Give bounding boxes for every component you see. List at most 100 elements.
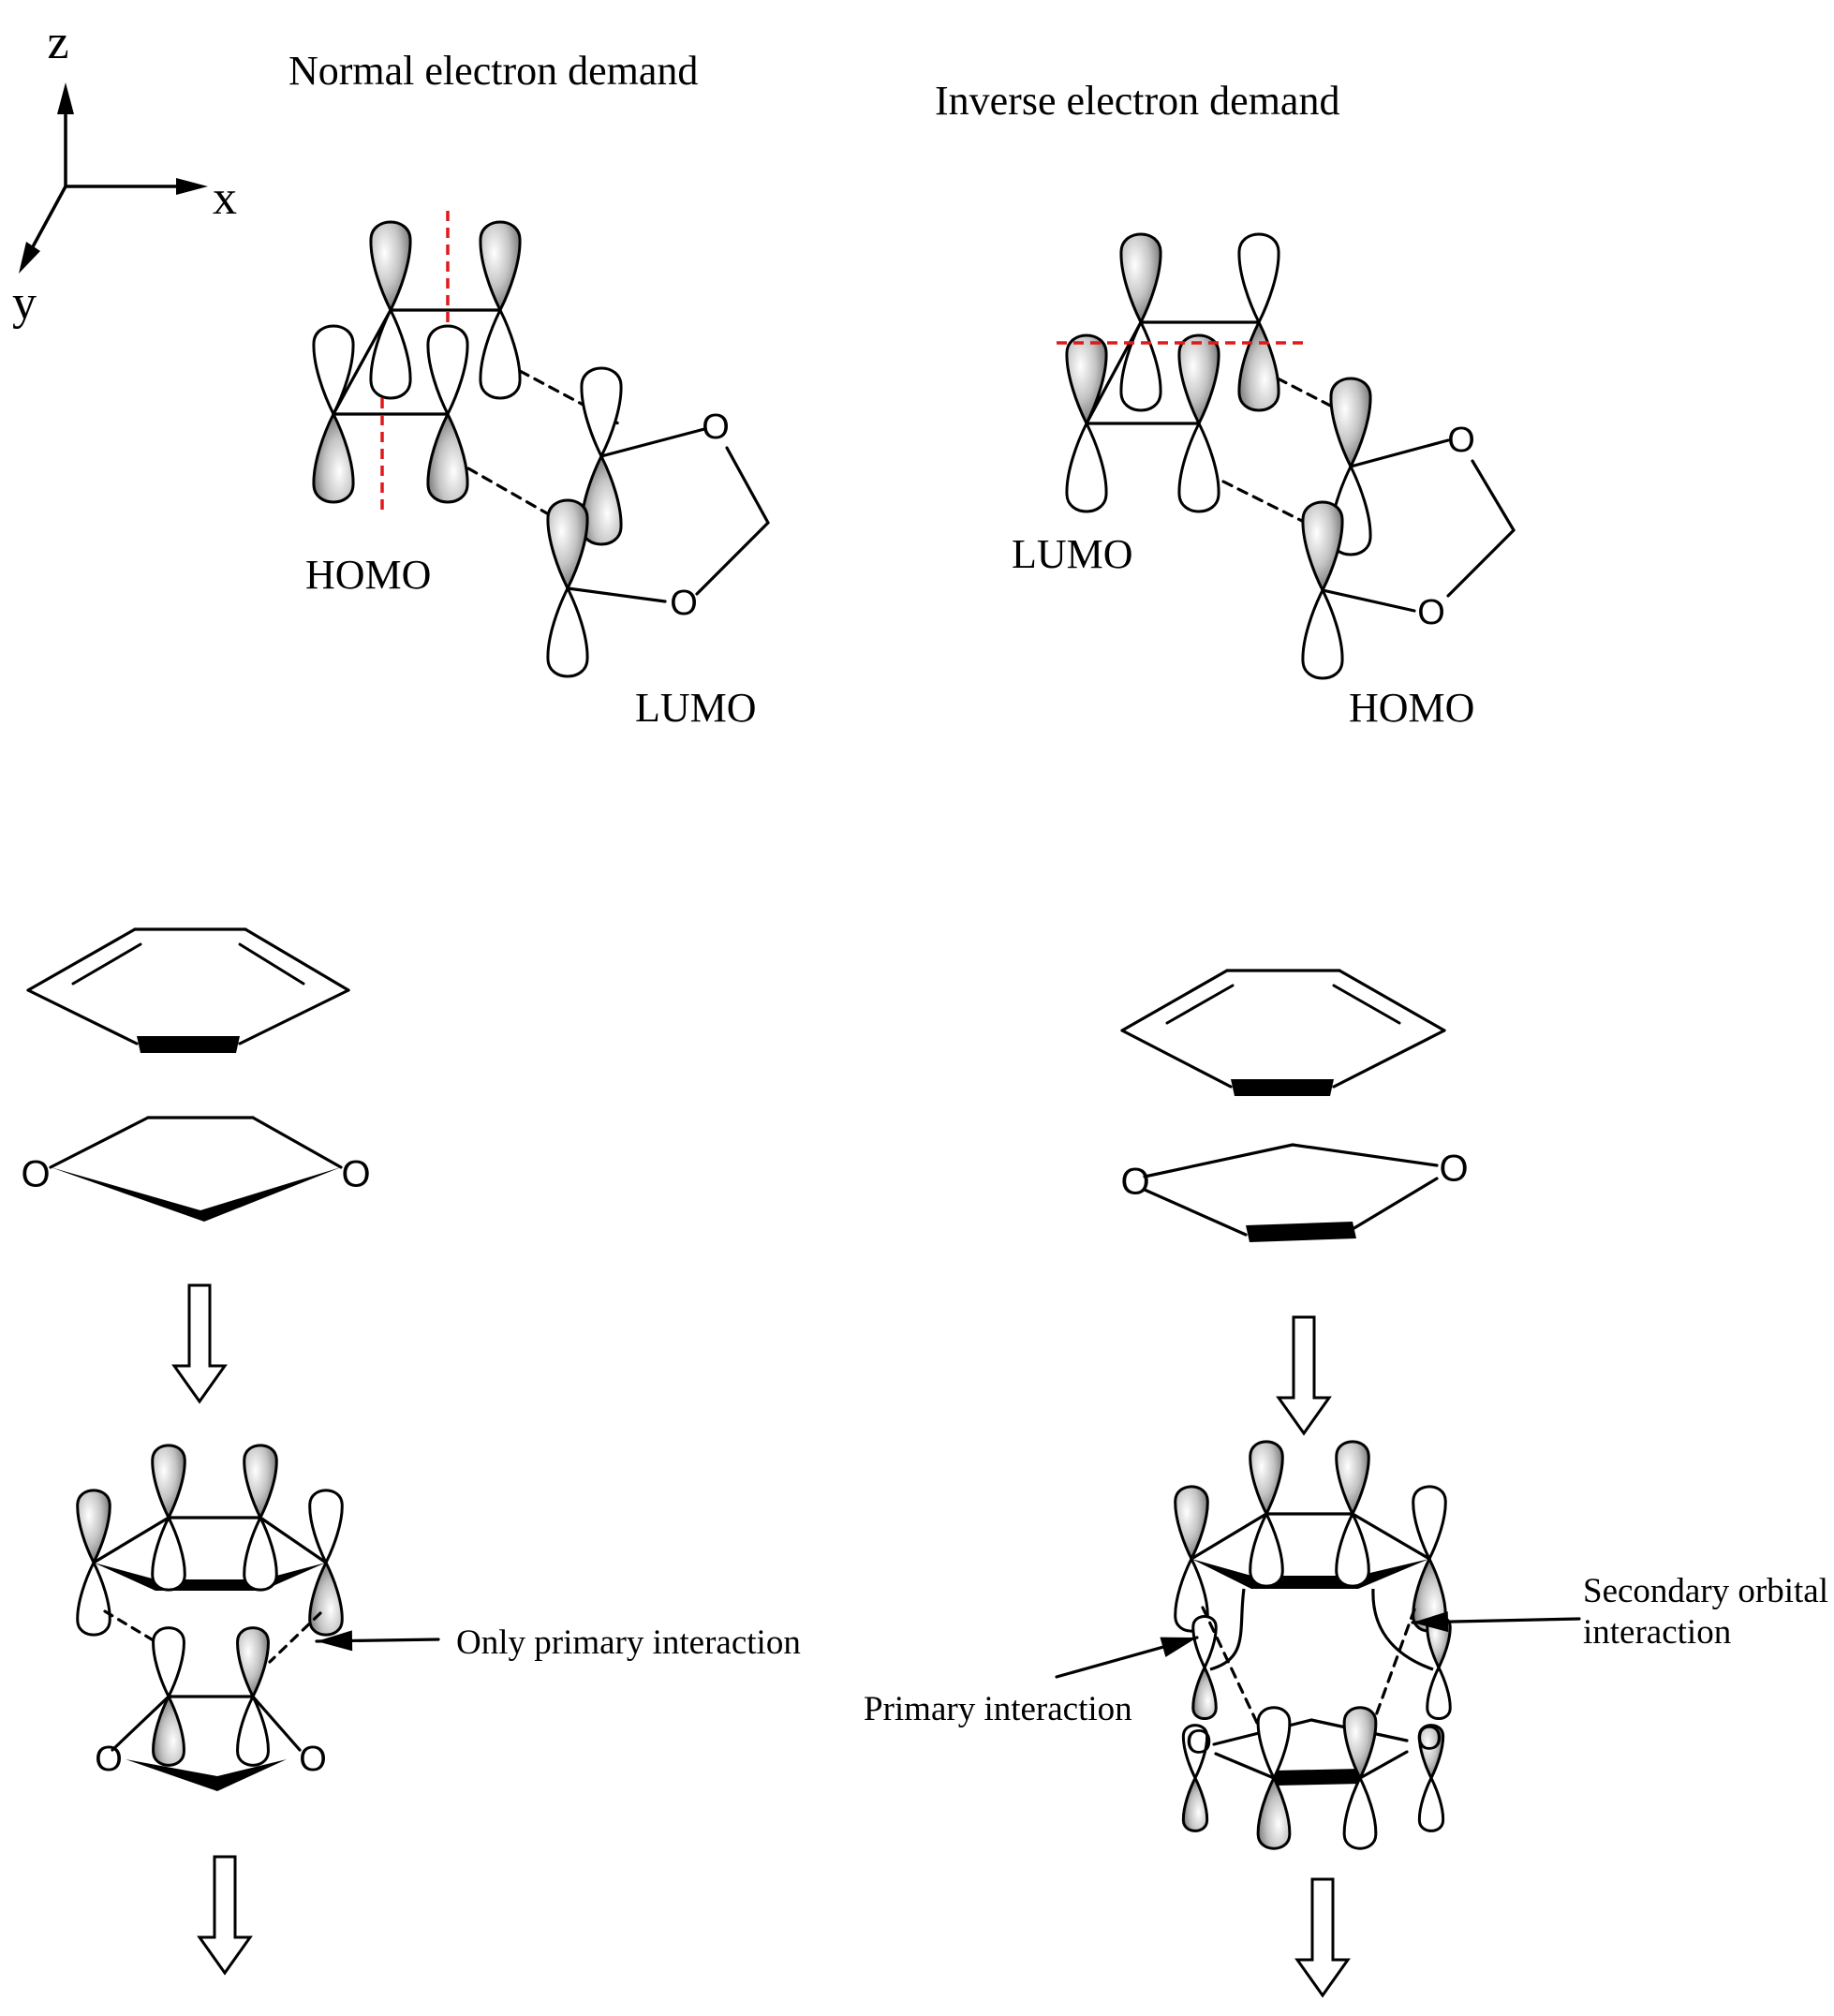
inverse-demand-orbital-overlap: OO [1065,232,1516,680]
ts-dienophile-c2-orbital-upper-lobe [1342,1706,1378,1780]
diene-left-bond [332,308,392,416]
boat-diene-right-double-bond [238,942,305,986]
dienophile-c-o-bond-bottom [1321,588,1416,613]
boat-diene-left-double-bond [1165,984,1235,1025]
boat-diene-left-upper-bond [26,927,137,992]
secondary-orbital-label-line1: Secondary orbital [1583,1572,1828,1610]
ts-dioxole-oxygen-left: O [95,1740,123,1779]
reaction-arrow-2 [1295,1877,1350,1997]
boat-diene-left-upper-bond [1120,969,1229,1032]
lumo-c2-orbital-upper-lobe [1119,232,1162,324]
ts-diene-wedge-bond [94,1563,326,1591]
homo-c2-orbital-upper-lobe [369,220,412,312]
ts-diene-c1-orbital-upper-lobe [1174,1485,1209,1561]
reaction-arrow-1 [172,1283,227,1403]
primary-interaction-label: Primary interaction [864,1690,1132,1728]
ts-left-substituent-orbital-upper-lobe [1191,1614,1218,1669]
homo-c3-orbital-lower-lobe [479,308,522,400]
dienophile-c-o-bond-top [1349,438,1450,468]
ts-diene-c2-orbital-lower-lobe [1249,1512,1284,1588]
dioxole-oxygen-left: O [1120,1162,1149,1203]
homo-nodal-planes [380,211,450,515]
ring-ch2-o-bond-bottom [1446,528,1516,598]
ts-dioxole-left-lower-bond [1214,1752,1276,1780]
ts-oxygen-left-orbital-lower-lobe [1181,1776,1209,1832]
ts-diene-c2-orbital-upper-lobe [151,1444,186,1519]
ts-diene-c4-orbital-upper-lobe [308,1489,344,1564]
dienophile-oxygen-top: O [1447,421,1475,460]
lower-overlap-dash [1221,480,1311,526]
ts-diene-c2-orbital-lower-lobe [151,1516,186,1592]
ring-o-ch2-bond-top [725,446,770,525]
normal-transition-state: O O O O [21,927,440,1975]
homo-c2-orbital-lower-lobe [369,308,412,400]
inverse-homo-label: HOMO [1349,685,1474,731]
boat-diene-wedge-bond [137,1036,240,1053]
ts-dioxole-wedge-bond [1274,1769,1362,1786]
y-axis-arrowhead [19,242,40,274]
lumo-c1-orbital-upper-lobe [1065,334,1108,425]
homo-c1-orbital-lower-lobe [312,412,355,504]
coordinate-axes [22,94,197,263]
boat-diene-left-lower-bond [26,988,139,1045]
ts-dioxole-oxygen-right: O [299,1740,327,1779]
only-primary-arrow-head [317,1630,353,1652]
dioxole-oxygen-right: O [341,1154,370,1195]
boat-diene-right-lower-bond [238,988,350,1045]
dienophile-oxygen-top: O [702,408,730,447]
boat-diene-left-lower-bond [1120,1029,1233,1089]
ts-dioxole-oxygen-left: O [1186,1723,1212,1761]
ts-right-substituent-orbital-lower-lobe [1426,1666,1452,1721]
homo-c-upper-orbital-upper-lobe [1329,377,1372,468]
boat-diene-right-lower-bond [1332,1029,1446,1089]
dienophile-c-o-bond-bottom [566,586,667,603]
homo-c1-orbital-upper-lobe [312,324,355,416]
lumo-c3-orbital-lower-lobe [1237,320,1280,412]
ts-right-substituent-bond [1371,1588,1434,1671]
normal-demand-orbital-overlap: OO [312,220,770,678]
dioxole-left-bond [49,1116,150,1169]
ts-diene-c4-orbital-lower-lobe [308,1561,344,1637]
ts-dioxole-right-lower-bond [1358,1750,1409,1780]
secondary-interaction-arrow-head [1412,1611,1449,1633]
dienophile-oxygen-bottom: O [1417,593,1445,632]
x-axis-label: x [213,171,237,225]
ts-diene-left-bond [92,1516,170,1564]
dienophile-c-o-bond-top [599,427,706,458]
ts-dienophile-c1-orbital-lower-lobe [1256,1776,1292,1850]
dioxole-wedge-bond [1246,1222,1356,1242]
lumo-c2-orbital-lower-lobe [1119,320,1162,412]
lumo-c1-orbital-lower-lobe [1065,422,1108,513]
dioxole-right-top-bond [1291,1143,1439,1167]
homo-c4-orbital-upper-lobe [426,324,469,416]
ts-dienophile-c1-orbital-upper-lobe [152,1626,185,1698]
lumo-c4-orbital-lower-lobe [1177,422,1220,513]
inverse-lumo-label: LUMO [1012,531,1133,577]
lumo-c-lower-orbital-upper-lobe [546,498,589,590]
dioxole-oxygen-left: O [21,1154,50,1195]
dioxole-left-lower-bond [1143,1188,1248,1237]
ts-dioxole-wedge-bond [126,1759,287,1791]
y-axis-label: y [12,276,37,330]
ts-diene-wedge-bond [1191,1559,1429,1589]
dienophile-oxygen-bottom: O [670,584,698,623]
ts-diene-c3-orbital-lower-lobe [243,1516,278,1592]
lumo-c-upper-orbital-upper-lobe [580,366,623,458]
ts-left-substituent-bond [1209,1588,1246,1671]
ts-oxygen-right-orbital-lower-lobe [1417,1776,1445,1832]
z-axis-label: z [47,16,68,69]
ts-dienophile-c2-orbital-upper-lobe [236,1626,270,1698]
lower-overlap-dash [466,467,562,523]
ts-diene-c3-orbital-lower-lobe [1335,1512,1370,1588]
ts-diene-c1-orbital-lower-lobe [76,1561,111,1637]
boat-diene-left-double-bond [71,942,142,986]
boat-diene-right-upper-bond [244,927,350,992]
lumo-c4-orbital-upper-lobe [1177,334,1220,425]
ts-diene-right-bond [259,1516,328,1564]
lumo-c3-orbital-upper-lobe [1237,232,1280,324]
ts-dienophile-c1-orbital-upper-lobe [1256,1706,1292,1780]
only-primary-interaction-label: Only primary interaction [456,1623,801,1662]
